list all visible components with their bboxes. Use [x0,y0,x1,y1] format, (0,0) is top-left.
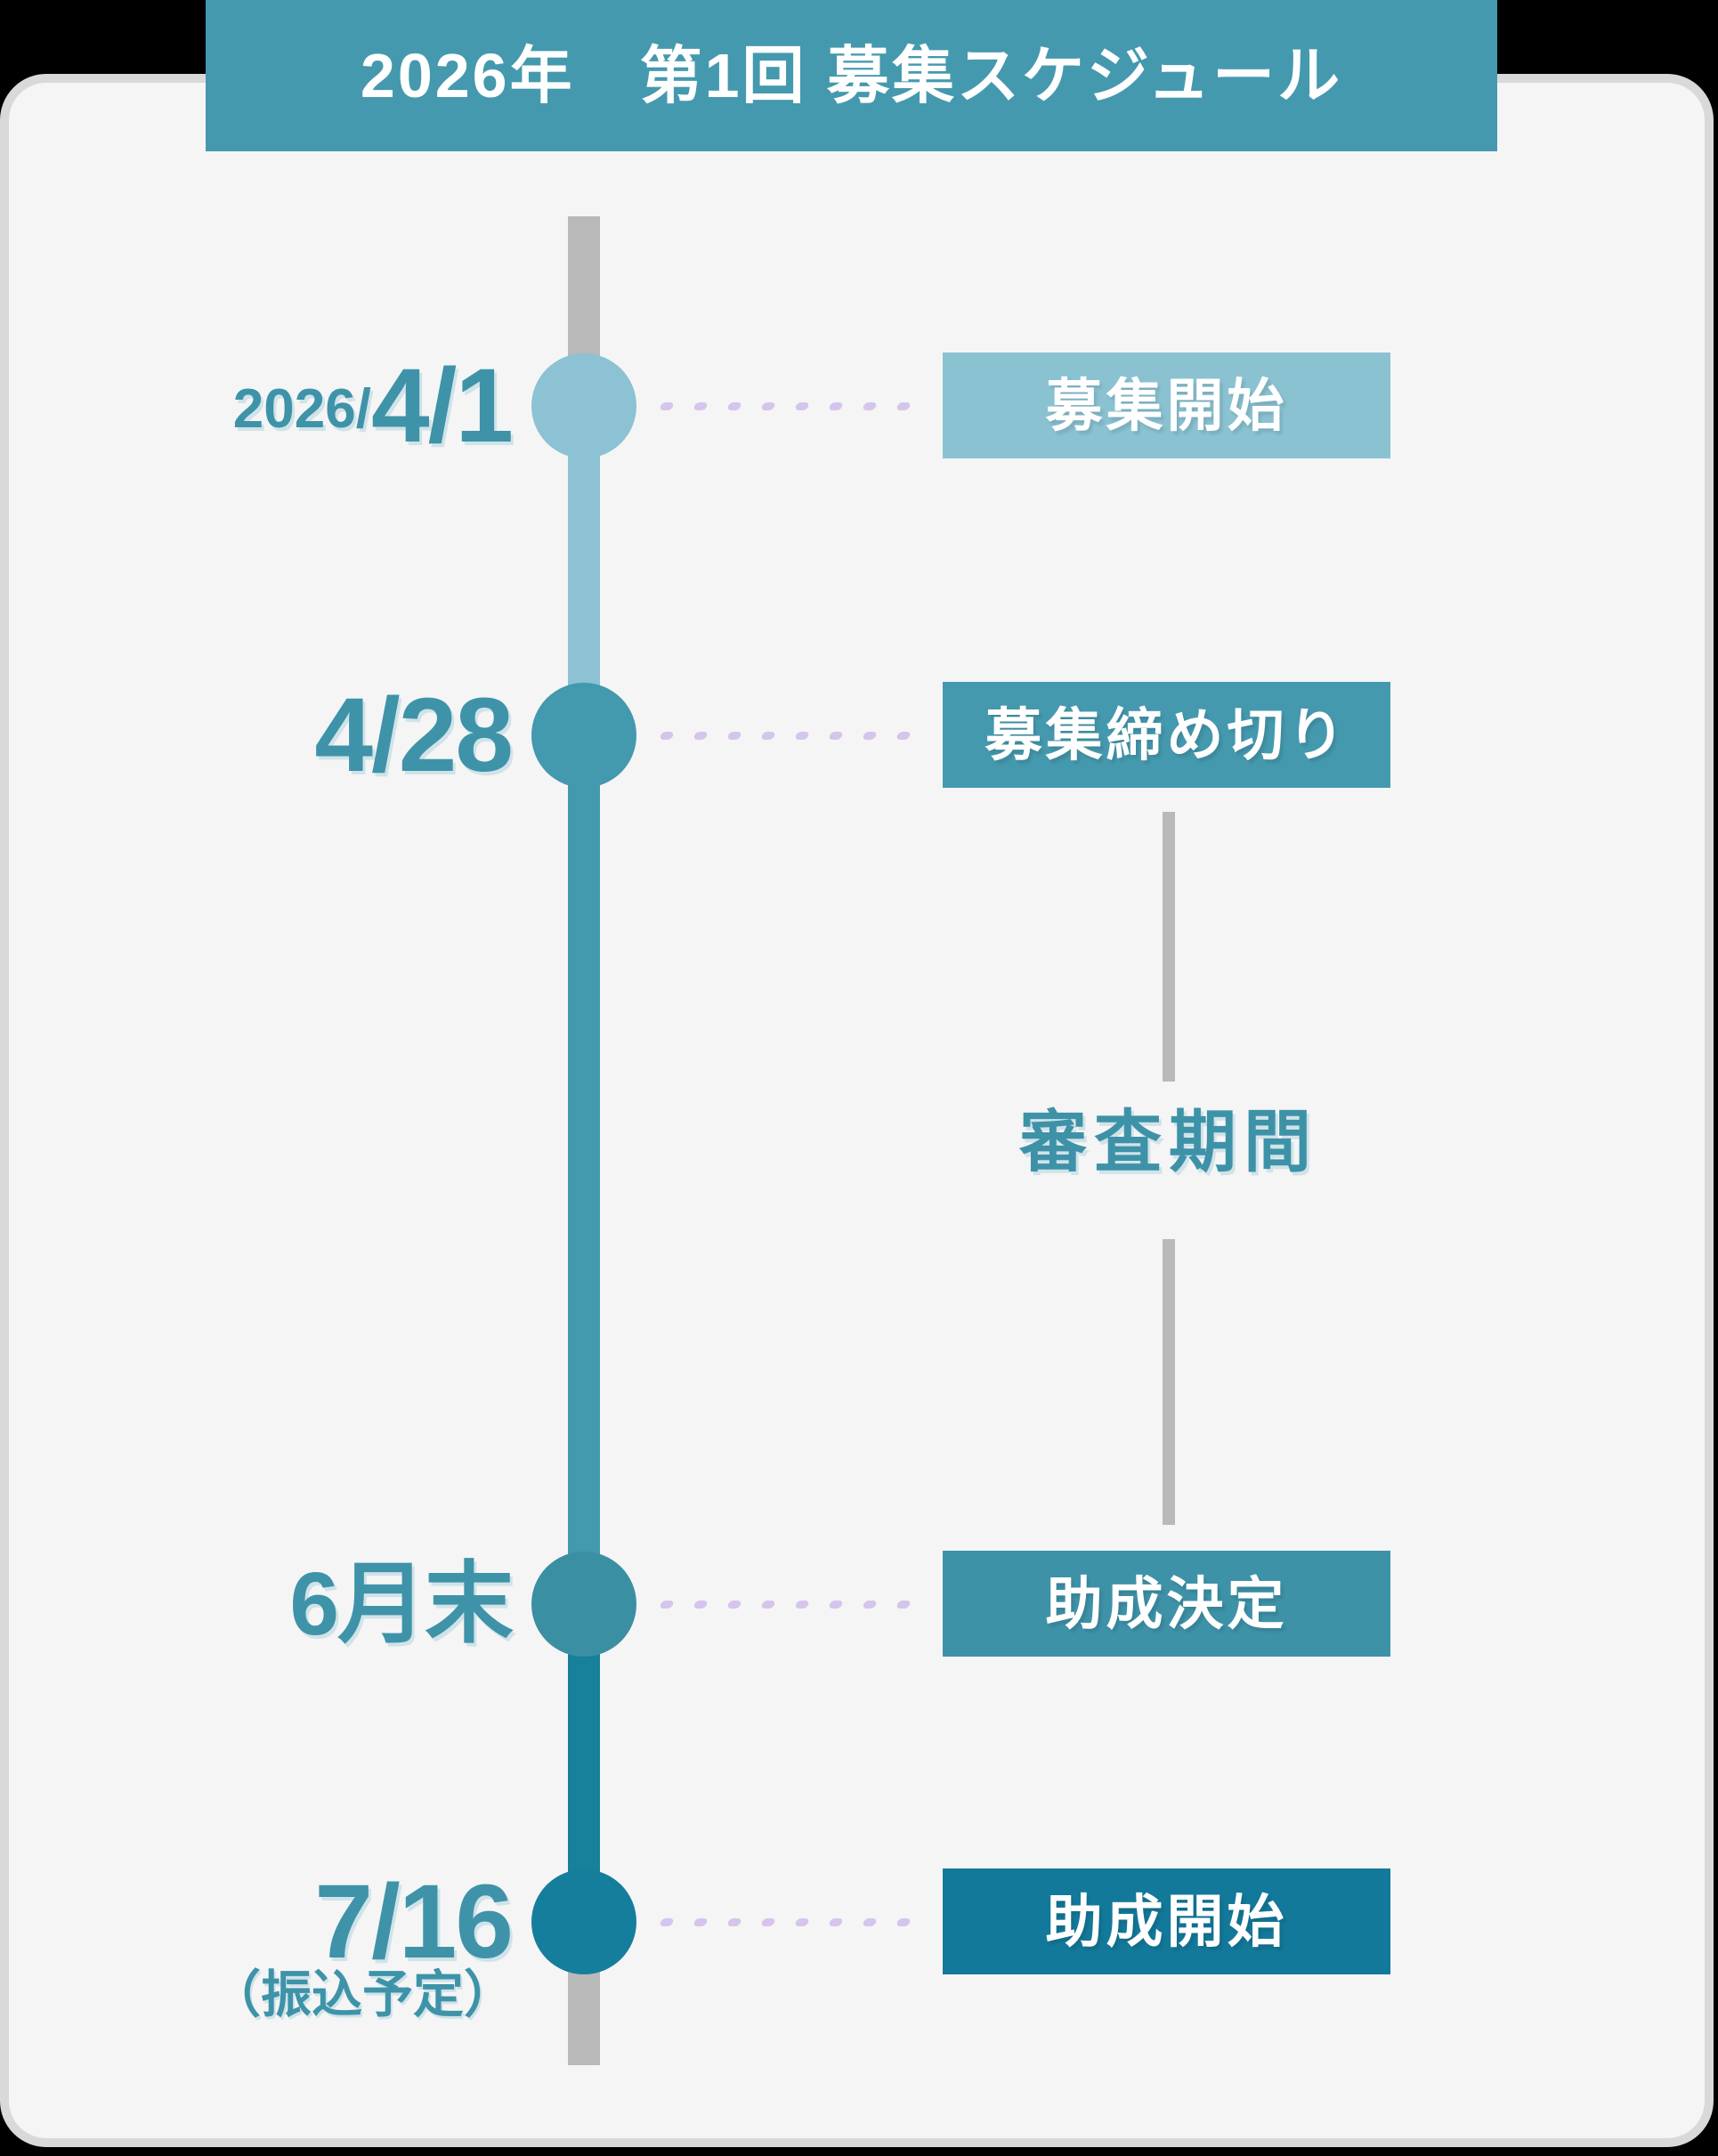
connector-dash [726,1918,742,1926]
connector-dash [659,1918,675,1926]
milestone-date: 2026/4/1 [0,347,514,465]
milestone-date: 4/28 [0,677,514,794]
connector-dash [693,732,709,740]
connector-dash [760,732,776,740]
connector-dash [693,1601,709,1609]
milestone-box: 助成開始 [943,1868,1390,1974]
page-title: 2026年 第1回 募集スケジュール [360,41,1343,110]
connector-dash [659,402,675,410]
connector-dash [862,1601,878,1609]
review-period-line-bottom [1163,1239,1175,1525]
date-value: 4/28 [314,677,514,794]
date-value: 6月末 [289,1554,514,1654]
milestone-recruitment-deadline: 4/28 募集締め切り [0,682,1718,789]
connector-dash [760,402,776,410]
connector-dash [895,402,912,410]
timeline-node-circle [531,353,636,458]
connector-dash [760,1918,776,1926]
connector-dash [828,732,844,740]
milestone-date: 6月末 [0,1551,514,1658]
connector-dash [760,1601,776,1609]
connector-dash [828,1918,844,1926]
milestone-box: 募集締め切り [943,682,1390,788]
dotted-connector [659,1601,931,1609]
timeline-node-circle [531,1869,636,1974]
connector-dash [659,732,675,740]
connector-dash [794,1601,810,1609]
timeline-node-circle [531,1552,636,1657]
date-note: （振込予定） [210,1966,515,2023]
milestone-box: 募集開始 [943,353,1390,458]
date-value: 4/1 [370,347,514,465]
connector-dash [895,1918,912,1926]
dotted-connector [659,1918,931,1926]
milestone-date: 7/16 [0,1863,514,1981]
milestone-box-label: 助成開始 [1045,1889,1288,1954]
connector-dash [726,1601,742,1609]
dotted-connector [659,402,931,410]
connector-dash [828,402,844,410]
connector-dash [794,1918,810,1926]
milestone-grant-decision: 6月末 助成決定 [0,1551,1718,1658]
connector-dash [862,1918,878,1926]
milestone-grant-start: 7/16 （振込予定） 助成開始 [0,1863,1718,2021]
connector-dash [794,402,810,410]
connector-dash [895,732,912,740]
connector-dash [726,732,742,740]
milestone-recruitment-start: 2026/4/1 募集開始 [0,353,1718,459]
milestone-box: 助成決定 [943,1551,1390,1657]
date-year-prefix: 2026/ [232,378,371,440]
review-period-label: 審査期間 [1019,1105,1318,1180]
background-card [0,74,1714,2147]
connector-dash [895,1601,912,1609]
milestone-box-label: 募集締め切り [985,702,1349,767]
connector-dash [862,402,878,410]
connector-dash [693,1918,709,1926]
connector-dash [726,402,742,410]
review-period-line-top [1163,812,1175,1082]
date-value: 7/16 [314,1863,514,1981]
milestone-box-label: 助成決定 [1045,1571,1288,1636]
connector-dash [862,732,878,740]
milestone-box-label: 募集開始 [1045,373,1288,438]
timeline-node-circle [531,683,636,788]
connector-dash [693,402,709,410]
header-band: 2026年 第1回 募集スケジュール [206,0,1497,151]
connector-dash [794,732,810,740]
dotted-connector [659,732,931,740]
connector-dash [659,1601,675,1609]
connector-dash [828,1601,844,1609]
rail-segment-2 [568,735,600,1608]
